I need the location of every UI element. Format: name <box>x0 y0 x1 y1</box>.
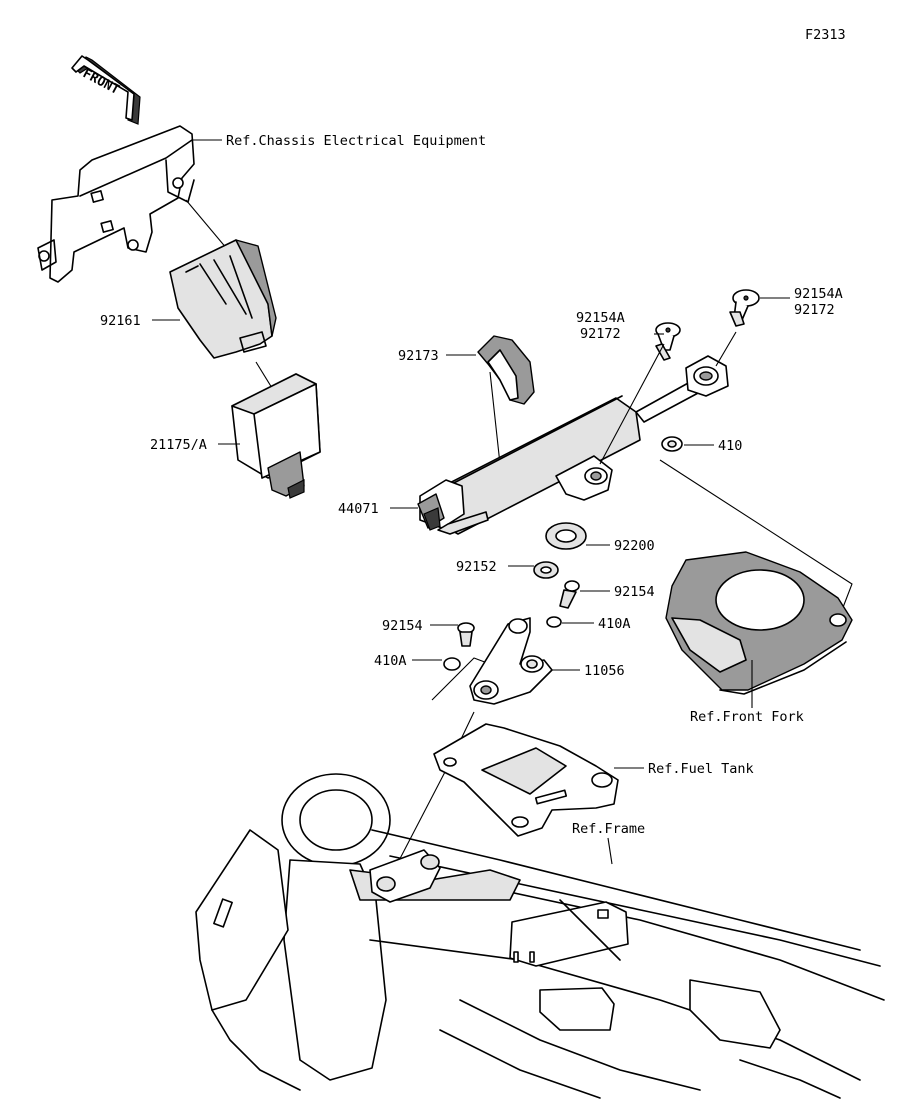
washer-410A-left <box>443 657 461 671</box>
callout-92152: 92152 <box>456 559 497 575</box>
bolt-92154A-right <box>729 289 760 327</box>
callout-92172-right: 92172 <box>794 302 835 318</box>
bolt-92154A-top <box>655 322 681 361</box>
callout-92200: 92200 <box>614 538 655 554</box>
callout-ref-fuel-tank: Ref.Fuel Tank <box>648 761 754 777</box>
figure-code: F2313 <box>805 27 846 43</box>
bolt-92154-left <box>457 622 475 647</box>
callout-21175A: 21175/A <box>150 437 207 453</box>
callout-410A-left: 410A <box>374 653 407 669</box>
callout-410: 410 <box>718 438 742 454</box>
bolt-92154-right <box>559 580 580 609</box>
callout-92173: 92173 <box>398 348 439 364</box>
washer-410A-right <box>546 616 562 628</box>
leader-ref-frame <box>607 837 613 865</box>
electronic-unit-21175A <box>231 373 321 499</box>
washer-410-hole <box>667 440 677 448</box>
leader-clamp-to-damper <box>489 371 501 465</box>
collar-92152 <box>533 561 559 579</box>
callout-92161: 92161 <box>100 313 141 329</box>
callout-410A-right: 410A <box>598 616 631 632</box>
front-fork-bracket <box>665 551 853 695</box>
leader-right-bolt-to-end <box>715 331 737 367</box>
callout-92154-left: 92154 <box>382 618 423 634</box>
damper-clamp-92173 <box>477 335 535 405</box>
front-arrow-icon: FRONT <box>71 55 141 125</box>
callout-ref-frame: Ref.Frame <box>572 821 645 837</box>
damper-bracket-11056 <box>469 617 553 705</box>
callout-92154-right: 92154 <box>614 584 655 600</box>
callout-92154A-top: 92154A <box>576 310 625 326</box>
bush-92200 <box>545 522 587 550</box>
callout-92154A-right: 92154A <box>794 286 843 302</box>
callout-92172-top: 92172 <box>580 326 621 342</box>
callout-11056: 11056 <box>584 663 625 679</box>
leader-mount-to-frame <box>391 769 447 875</box>
callout-ref-chassis-electrical: Ref.Chassis Electrical Equipment <box>226 133 486 149</box>
callout-ref-front-fork: Ref.Front Fork <box>690 709 804 725</box>
leader-410-to-fork <box>659 459 853 611</box>
chassis-electrical-bracket <box>37 125 195 283</box>
steering-damper-44071 <box>417 355 729 535</box>
leader-top-bolt-to-damper <box>599 343 665 465</box>
fuel-tank-mount-plate <box>433 723 619 837</box>
motorcycle-frame <box>195 773 885 1099</box>
callout-44071: 44071 <box>338 501 379 517</box>
rubber-cover-92161 <box>169 239 277 359</box>
leader-cover-to-unit <box>255 361 273 389</box>
